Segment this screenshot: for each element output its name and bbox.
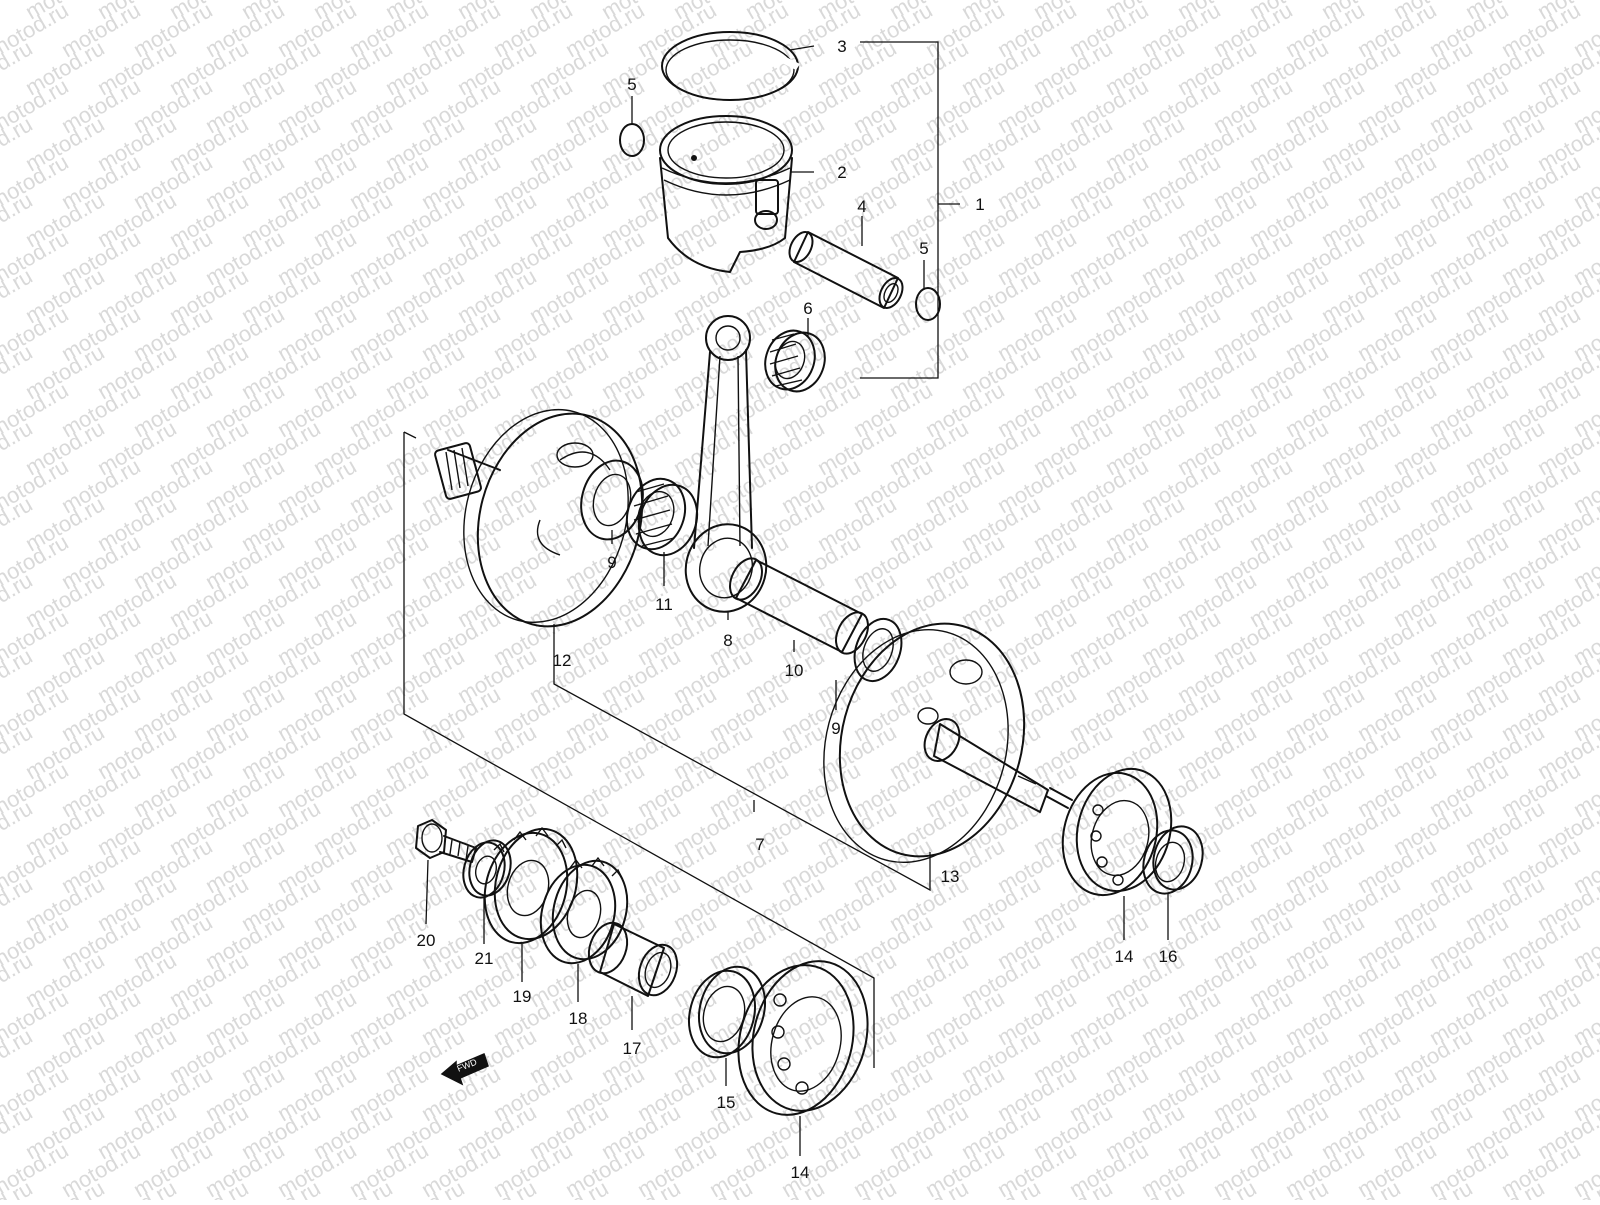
callout-16: 16 (1159, 947, 1178, 966)
callout-19: 19 (513, 987, 532, 1006)
callout-21: 21 (475, 949, 494, 968)
callout-7: 7 (755, 835, 764, 854)
callout-9-left: 9 (607, 553, 616, 572)
callout-11: 11 (655, 595, 673, 614)
callout-3: 3 (837, 37, 846, 56)
callout-5-left: 5 (627, 75, 636, 94)
callout-17: 17 (623, 1039, 642, 1058)
callout-1: 1 (975, 195, 984, 214)
callout-10: 10 (785, 661, 804, 680)
callout-13: 13 (941, 867, 960, 886)
callout-2: 2 (837, 163, 846, 182)
callout-15: 15 (717, 1093, 736, 1112)
callout-12: 12 (553, 651, 572, 670)
callout-5-right: 5 (919, 239, 928, 258)
callout-20: 20 (417, 931, 436, 950)
callout-18: 18 (569, 1009, 588, 1028)
callout-9-right: 9 (831, 719, 840, 738)
callout-4: 4 (857, 197, 866, 216)
callout-14-left: 14 (791, 1163, 810, 1182)
callout-8: 8 (723, 631, 732, 650)
callout-6: 6 (803, 299, 812, 318)
callout-14-right: 14 (1115, 947, 1134, 966)
